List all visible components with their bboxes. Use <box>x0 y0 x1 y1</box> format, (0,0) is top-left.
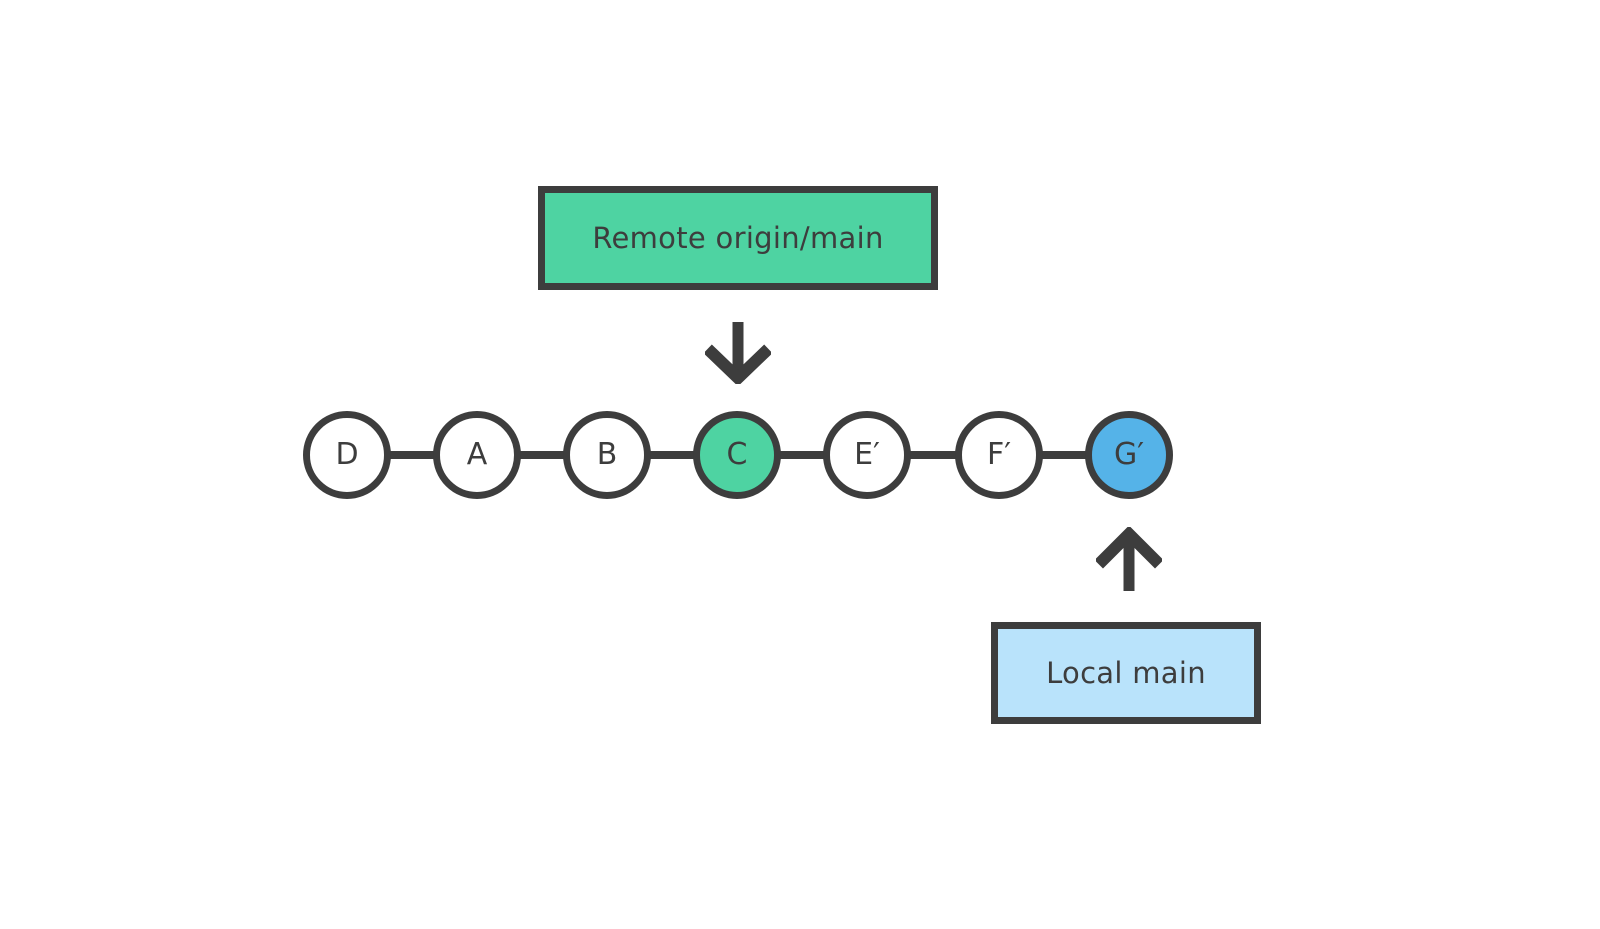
commit-label: C <box>726 437 748 472</box>
commit-node-e-prime[interactable]: E′ <box>823 411 911 499</box>
local-to-g-arrow <box>1096 527 1162 591</box>
commit-node-g-prime[interactable]: G′ <box>1085 411 1173 499</box>
connector-f-g <box>1032 451 1092 459</box>
commit-label: F′ <box>986 437 1012 472</box>
local-branch-box: Local main <box>991 622 1261 724</box>
local-branch-label: Local main <box>1046 656 1206 690</box>
commit-node-a[interactable]: A <box>433 411 521 499</box>
commit-label: E′ <box>854 437 880 472</box>
connector-e-f <box>900 451 962 459</box>
remote-to-c-arrow <box>705 322 771 384</box>
commit-node-d[interactable]: D <box>303 411 391 499</box>
commit-node-c[interactable]: C <box>693 411 781 499</box>
commit-label: D <box>335 437 359 472</box>
commit-node-f-prime[interactable]: F′ <box>955 411 1043 499</box>
remote-branch-box: Remote origin/main <box>538 186 938 290</box>
commit-label: A <box>466 437 488 472</box>
connector-c-e <box>770 451 830 459</box>
connector-b-c <box>640 451 700 459</box>
connector-d-a <box>380 451 440 459</box>
connector-a-b <box>510 451 570 459</box>
remote-branch-label: Remote origin/main <box>592 221 884 255</box>
commit-label: B <box>596 437 618 472</box>
commit-label: G′ <box>1113 437 1145 472</box>
commit-node-b[interactable]: B <box>563 411 651 499</box>
